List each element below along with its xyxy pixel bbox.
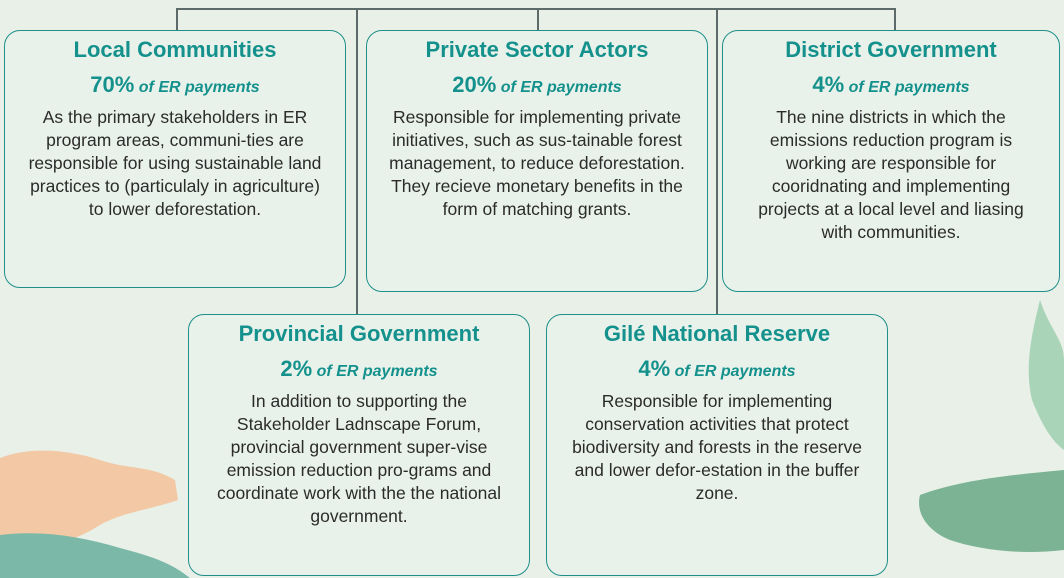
card-title: Gilé National Reserve bbox=[603, 321, 831, 346]
provincial-government-card: Provincial Government 2% of ER payments … bbox=[188, 314, 530, 576]
connector-provincial bbox=[356, 8, 358, 318]
private-sector-card: Private Sector Actors 20% of ER payments… bbox=[366, 30, 708, 292]
green-brush-shape bbox=[919, 300, 1064, 552]
payment-percent: 70% bbox=[90, 72, 135, 97]
payment-share: 4% of ER payments bbox=[723, 73, 1059, 100]
connector-private bbox=[537, 8, 539, 32]
payment-percent: 2% bbox=[280, 356, 313, 381]
payment-label: of ER payments bbox=[316, 363, 438, 380]
connector-district bbox=[894, 8, 896, 32]
card-title: Local Communities bbox=[73, 37, 277, 62]
payment-share: 70% of ER payments bbox=[5, 73, 345, 100]
connector-local bbox=[176, 8, 178, 32]
payment-percent: 4% bbox=[638, 356, 671, 381]
card-description: As the primary stakeholders in ER progra… bbox=[28, 107, 322, 219]
card-title: Provincial Government bbox=[238, 321, 480, 346]
local-communities-card: Local Communities 70% of ER payments As … bbox=[4, 30, 346, 288]
payment-share: 4% of ER payments bbox=[547, 357, 887, 384]
card-description: The nine districts in which the emission… bbox=[758, 107, 1024, 242]
payment-share: 20% of ER payments bbox=[367, 73, 707, 100]
gile-national-reserve-card: Gilé National Reserve 4% of ER payments … bbox=[546, 314, 888, 576]
orange-brush-shape bbox=[0, 450, 190, 578]
card-description: Responsible for implementing conservatio… bbox=[572, 391, 862, 503]
card-description: Responsible for implementing private ini… bbox=[389, 107, 685, 219]
district-government-card: District Government 4% of ER payments Th… bbox=[722, 30, 1060, 292]
payment-label: of ER payments bbox=[500, 79, 622, 96]
payment-label: of ER payments bbox=[674, 363, 796, 380]
payment-share: 2% of ER payments bbox=[189, 357, 529, 384]
payment-label: of ER payments bbox=[138, 79, 260, 96]
card-description: In addition to supporting the Stakeholde… bbox=[216, 391, 502, 526]
payment-percent: 4% bbox=[812, 72, 845, 97]
payment-percent: 20% bbox=[452, 72, 497, 97]
payment-label: of ER payments bbox=[848, 79, 970, 96]
card-title: Private Sector Actors bbox=[425, 37, 649, 62]
connector-top-horizontal bbox=[176, 8, 896, 10]
card-title: District Government bbox=[785, 37, 997, 62]
connector-gile bbox=[716, 8, 718, 318]
